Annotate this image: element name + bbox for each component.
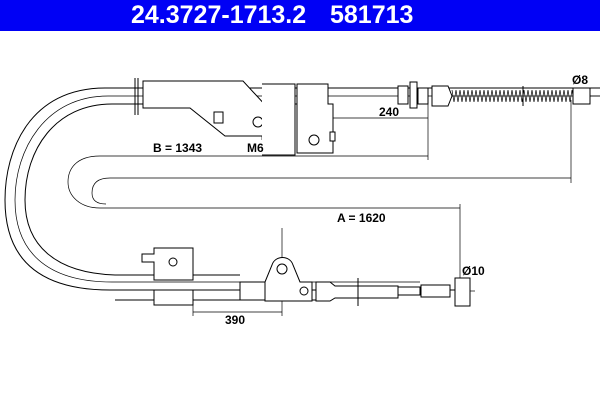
end-fitting-10 <box>454 277 471 307</box>
dimension-b-label: B = 1343 <box>153 141 202 155</box>
diameter-8-label: Ø8 <box>572 73 588 87</box>
dimension-390-label: 390 <box>225 313 245 327</box>
lower-bracket <box>141 247 475 307</box>
diameter-10-label: Ø10 <box>462 264 485 278</box>
dimension-a-line <box>91 177 571 205</box>
m6-bolt-hole <box>252 116 264 128</box>
upper-bracket <box>134 78 453 156</box>
dimension-a-label: A = 1620 <box>337 211 386 225</box>
end-fitting-8 <box>572 87 591 105</box>
dimension-240-label: 240 <box>379 105 399 119</box>
part-number: 24.3727-1713.2 <box>131 1 307 29</box>
header-bar: 24.3727-1713.2 581713 <box>0 0 600 31</box>
dimension-b-line <box>67 155 460 209</box>
return-spring <box>451 89 575 103</box>
thread-m6-label: M6 <box>247 141 264 155</box>
reference-number: 581713 <box>330 1 414 29</box>
